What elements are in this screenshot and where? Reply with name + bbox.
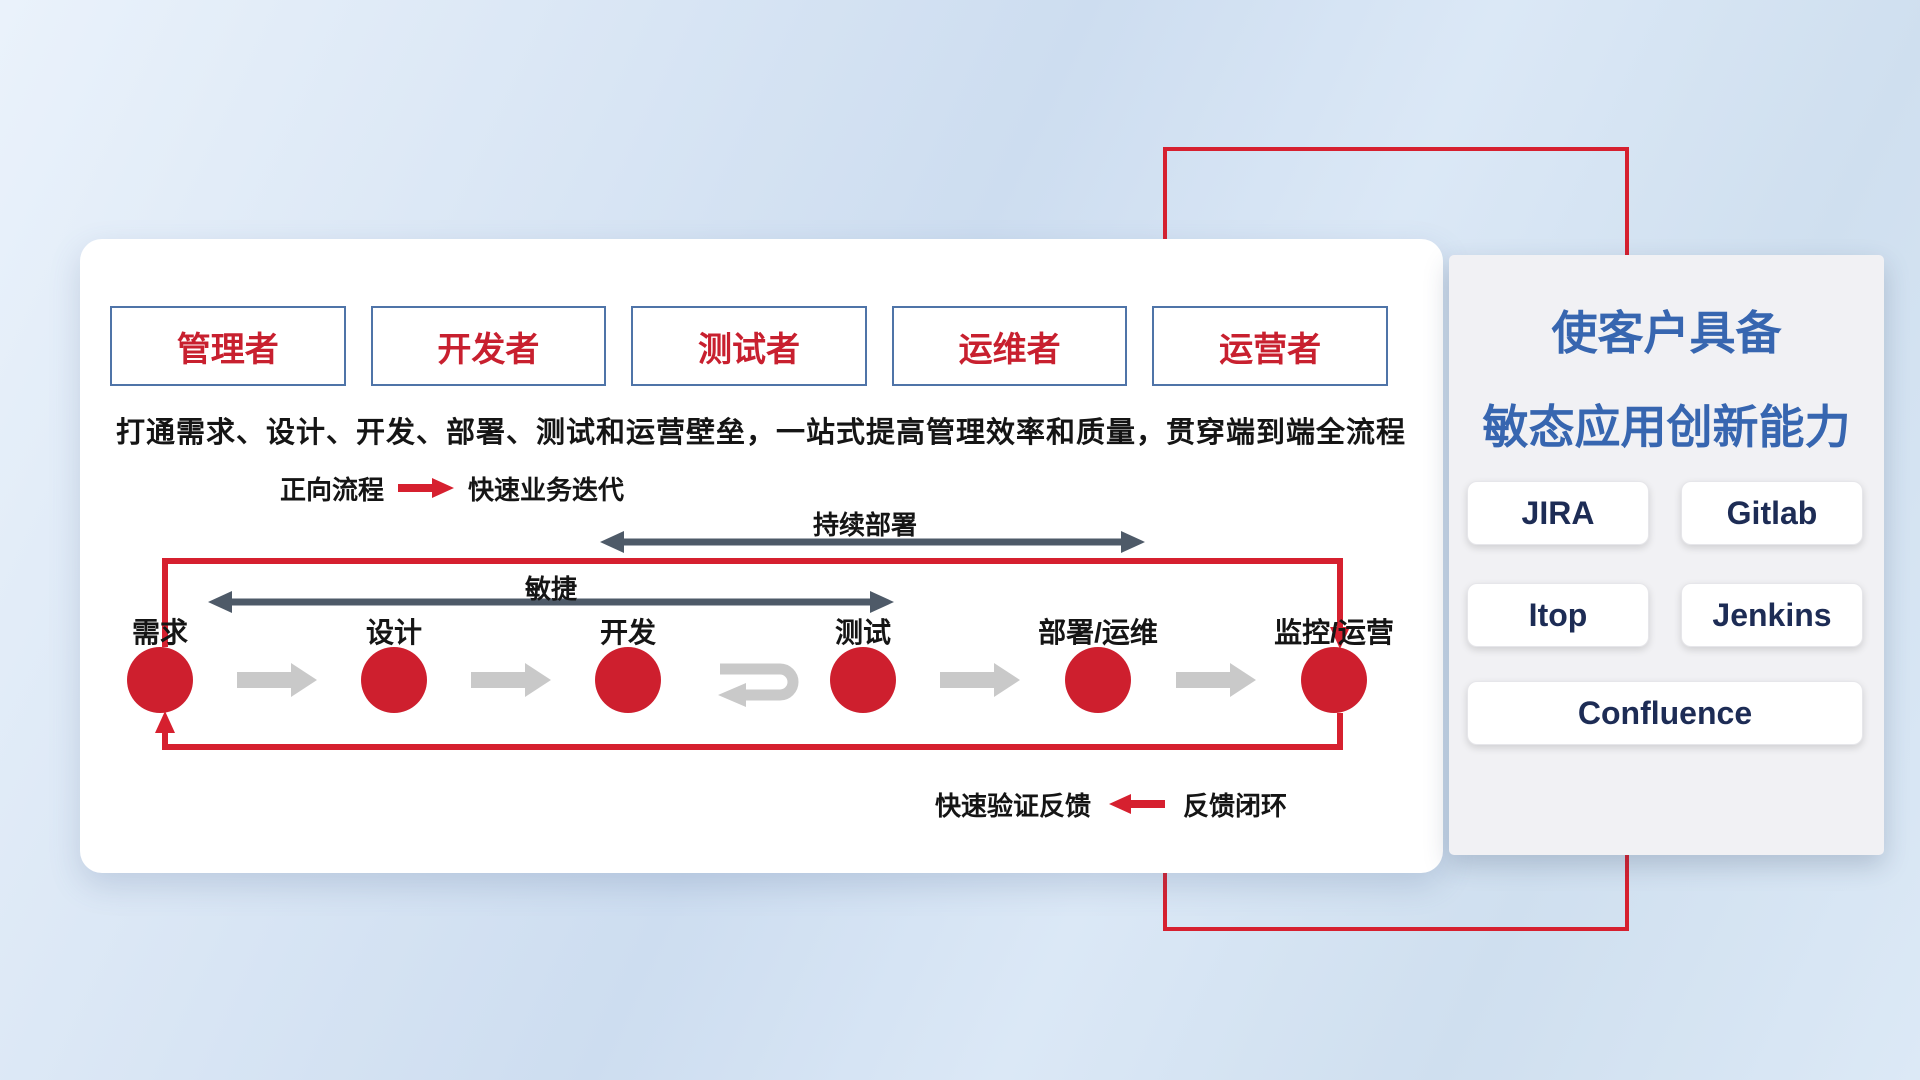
- tool-chip-itop: Itop: [1467, 583, 1649, 647]
- forward-loop-arrow-icon: [162, 558, 1350, 649]
- flow-arrow-icon: [471, 663, 551, 697]
- iteration-uturn-arrow-icon: [718, 663, 799, 707]
- role-box-manager: 管理者: [110, 306, 346, 386]
- flow-arrow-icon: [940, 663, 1020, 697]
- flow-node-circle: [361, 647, 427, 713]
- forward-legend: 正向流程 快速业务迭代: [280, 473, 624, 505]
- feedback-legend: 快速验证反馈 反馈闭环: [935, 789, 1287, 821]
- flow-node-circle: [127, 647, 193, 713]
- flow-node-label-deploy-ops: 部署/运维: [1038, 617, 1158, 648]
- card-subtitle: 打通需求、设计、开发、部署、测试和运营壁垒，一站式提高管理效率和质量，贯穿端到端…: [116, 417, 1407, 449]
- forward-arrow-icon: [398, 478, 455, 498]
- feedback-arrow-icon: [1109, 794, 1166, 814]
- tool-chip-confluence: Confluence: [1467, 681, 1863, 745]
- continuous-deployment-label: 持续部署: [812, 510, 917, 540]
- flow-node-label-develop: 开发: [599, 617, 656, 648]
- capability-panel: 使客户具备 敏态应用创新能力 JIRA Gitlab Itop Jenkins …: [1449, 255, 1884, 855]
- flow-node-label-test: 测试: [834, 617, 891, 648]
- flow-arrow-icon: [237, 663, 317, 697]
- continuous-deployment-span-arrow-icon: [600, 531, 1145, 553]
- flow-diagram-canvas: [127, 531, 1367, 750]
- agile-span-arrow-icon: [208, 591, 894, 613]
- feedback-loop-arrow-icon: [155, 711, 1343, 750]
- flow-node-label-requirement: 需求: [131, 617, 188, 648]
- forward-legend-value: 快速业务迭代: [468, 474, 625, 505]
- flow-node-circle: [595, 647, 661, 713]
- feedback-legend-label: 快速验证反馈: [935, 790, 1092, 821]
- tool-chip-jenkins: Jenkins: [1681, 583, 1863, 647]
- panel-title-line2: 敏态应用创新能力: [1482, 401, 1851, 453]
- forward-legend-label: 正向流程: [280, 474, 385, 505]
- roles-row: 管理者 开发者 测试者 运维者 运营者: [110, 306, 1388, 386]
- role-box-operator: 运营者: [1152, 306, 1388, 386]
- agile-label: 敏捷: [524, 574, 577, 604]
- panel-title-line1: 使客户具备: [1551, 307, 1782, 359]
- flow-diagram: 持续部署 敏捷 需求 设计 开发 测试 部署/运维 监控/运营: [80, 499, 1443, 849]
- tool-chip-jira: JIRA: [1467, 481, 1649, 545]
- flow-node-circle: [1301, 647, 1367, 713]
- role-box-developer: 开发者: [370, 306, 607, 386]
- feedback-legend-value: 反馈闭环: [1183, 790, 1288, 821]
- role-box-ops: 运维者: [891, 306, 1128, 386]
- flow-node-label-design: 设计: [365, 617, 422, 648]
- flow-node-circle: [830, 647, 896, 713]
- flow-arrow-icon: [1176, 663, 1256, 697]
- tool-chip-gitlab: Gitlab: [1681, 481, 1863, 545]
- devops-flow-card: 管理者 开发者 测试者 运维者 运营者 打通需求、设计、开发、部署、测试和运营壁…: [80, 239, 1443, 873]
- flow-node-label-monitor-op: 监控/运营: [1274, 617, 1394, 648]
- role-box-tester: 测试者: [631, 306, 867, 386]
- flow-node-circle: [1065, 647, 1131, 713]
